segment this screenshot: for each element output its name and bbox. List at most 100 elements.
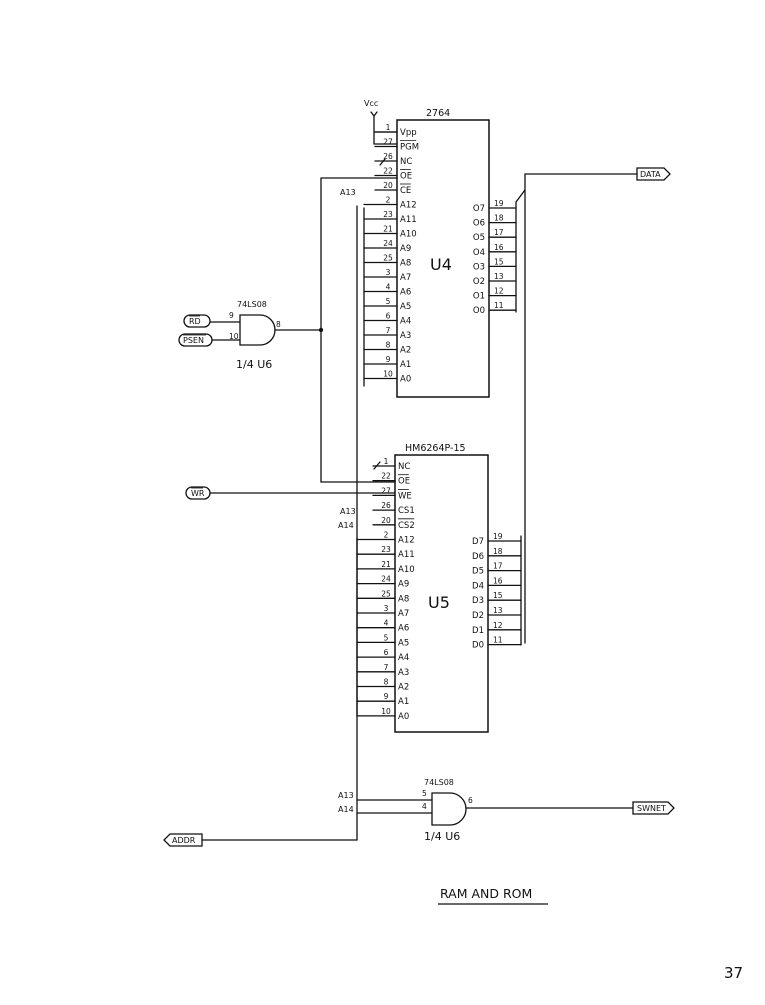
u5-pin-label: A4: [398, 653, 409, 663]
port-data: DATA: [636, 167, 671, 181]
u5-pin-number: 25: [381, 589, 391, 598]
port-data-label: DATA: [640, 170, 661, 179]
u4-pin-label: A7: [400, 273, 411, 283]
gate-lower-pin-b: 4: [422, 802, 427, 811]
u4-pin-label: A12: [400, 201, 417, 211]
u5-pin-number: 1: [384, 457, 389, 466]
u4-data-pin-label: O1: [473, 292, 485, 302]
u5-pin-number: 21: [381, 560, 391, 569]
u5-pin-label: WE: [398, 491, 412, 501]
u5-pin-label: A7: [398, 609, 409, 619]
port-addr-label: ADDR: [172, 836, 196, 845]
chip-u5: HM6264P-15 U5 1NC22OE27WE26CS120CS22A122…: [356, 443, 522, 733]
and-gate-upper-body: [239, 314, 276, 346]
chip-u4: 2764 U4 1Vpp27PGM26NC22OE20CE2A1223A1121…: [363, 108, 517, 398]
u4-pin-label: NC: [400, 157, 412, 167]
and-gate-lower-body: [431, 792, 467, 826]
u5-pin-number: 27: [381, 486, 391, 495]
port-rd-outline: [183, 314, 211, 328]
and-gate-lower: 74LS08 1/4 U6 5 4 6 A13 A14: [338, 778, 634, 843]
u5-data-pin-number: 16: [493, 576, 503, 585]
gate-lower-net-a13: A13: [338, 791, 354, 800]
u5-pin-number: 6: [384, 648, 389, 657]
port-psen-outline: [178, 333, 213, 347]
u5-pin-number: 5: [384, 633, 389, 642]
u4-data-pin-label: O4: [473, 248, 485, 258]
u4-pin-label: CE: [400, 186, 411, 196]
gate-upper-pin-b: 10: [229, 332, 239, 341]
u5-cs1-net-label: A13: [340, 507, 356, 516]
u4-pin-number: 4: [386, 283, 391, 292]
u4-pin-number: 21: [383, 225, 393, 234]
u5-pin-label: A9: [398, 580, 409, 590]
u5-pin-label: A6: [398, 624, 409, 634]
u5-left-pins: 1NC22OE27WE26CS120CS22A1223A1121A1024A92…: [356, 457, 415, 722]
u5-pin-label: A0: [398, 712, 409, 722]
u4-pin-number: 10: [383, 370, 393, 379]
u4-pin-label: A11: [400, 215, 417, 225]
u5-data-pin-number: 13: [493, 606, 503, 615]
gate-upper-part: 74LS08: [237, 300, 267, 309]
u4-nc-stub: [379, 158, 386, 166]
u4-data-pin-number: 17: [494, 228, 504, 237]
u5-pin-number: 22: [381, 472, 391, 481]
u4-pin-number: 7: [386, 326, 391, 335]
u5-pin-label: OE: [398, 477, 410, 487]
u5-data-pin-number: 12: [493, 621, 503, 630]
u4-data-pin-number: 18: [494, 214, 504, 223]
port-psen: PSEN: [178, 333, 213, 347]
u5-data-pin-label: D1: [472, 626, 484, 636]
u5-pin-number: 24: [381, 575, 391, 584]
sheet-title: RAM AND ROM: [440, 886, 532, 901]
gate-lower-part: 74LS08: [424, 778, 454, 787]
u5-pin-label: A3: [398, 668, 409, 678]
u5-pin-label: A10: [398, 565, 415, 575]
data-bus: [515, 173, 638, 646]
u4-pin-number: 5: [386, 297, 391, 306]
u5-data-pin-number: 18: [493, 547, 503, 556]
u5-pin-label: A1: [398, 697, 409, 707]
page-number: 37: [724, 964, 743, 982]
gate-lower-pin-out: 6: [468, 796, 473, 805]
vcc-supply: Vcc: [364, 99, 398, 166]
u4-data-pin-label: O7: [473, 204, 485, 214]
u4-pin-label: OE: [400, 172, 412, 182]
u5-pin-number: 3: [384, 604, 389, 613]
u4-data-pin-number: 19: [494, 199, 504, 208]
u5-pin-number: 10: [381, 707, 391, 716]
u5-pin-label: A11: [398, 550, 415, 560]
u5-pin-label: A5: [398, 638, 409, 648]
vcc-label: Vcc: [364, 99, 378, 108]
u5-data-pin-number: 19: [493, 532, 503, 541]
u5-pin-number: 26: [381, 501, 391, 510]
u5-data-pin-label: D5: [472, 567, 484, 577]
u4-data-pin-label: O3: [473, 262, 485, 272]
u4-pin-label: PGM: [400, 143, 419, 153]
port-rd: RD: [183, 314, 211, 328]
u4-pin-number: 9: [386, 355, 391, 364]
port-data-outline: [636, 167, 671, 181]
u4-pin-number: 3: [386, 268, 391, 277]
gate-lower-ref: 1/4 U6: [424, 830, 460, 843]
u5-data-pin-label: D6: [472, 552, 484, 562]
u4-pin-number: 25: [383, 254, 393, 263]
u4-pin-label: A8: [400, 259, 411, 269]
u5-data-pin-label: D2: [472, 611, 484, 621]
u4-ce-net-label: A13: [340, 188, 356, 197]
u5-pin-number: 2: [384, 531, 389, 540]
u5-pin-label: A12: [398, 536, 415, 546]
port-wr-label: WR: [191, 489, 205, 498]
u5-ref-label: U5: [428, 593, 450, 612]
u4-data-pin-number: 15: [494, 257, 504, 266]
u5-pin-number: 20: [381, 516, 391, 525]
u4-pin-number: 26: [383, 152, 393, 161]
u4-data-pin-label: O2: [473, 277, 485, 287]
u4-pin-label: A9: [400, 244, 411, 254]
gate-lower-wires: [356, 799, 634, 814]
gate-lower-net-a14: A14: [338, 805, 354, 814]
u4-data-pin-label: O0: [473, 306, 485, 316]
